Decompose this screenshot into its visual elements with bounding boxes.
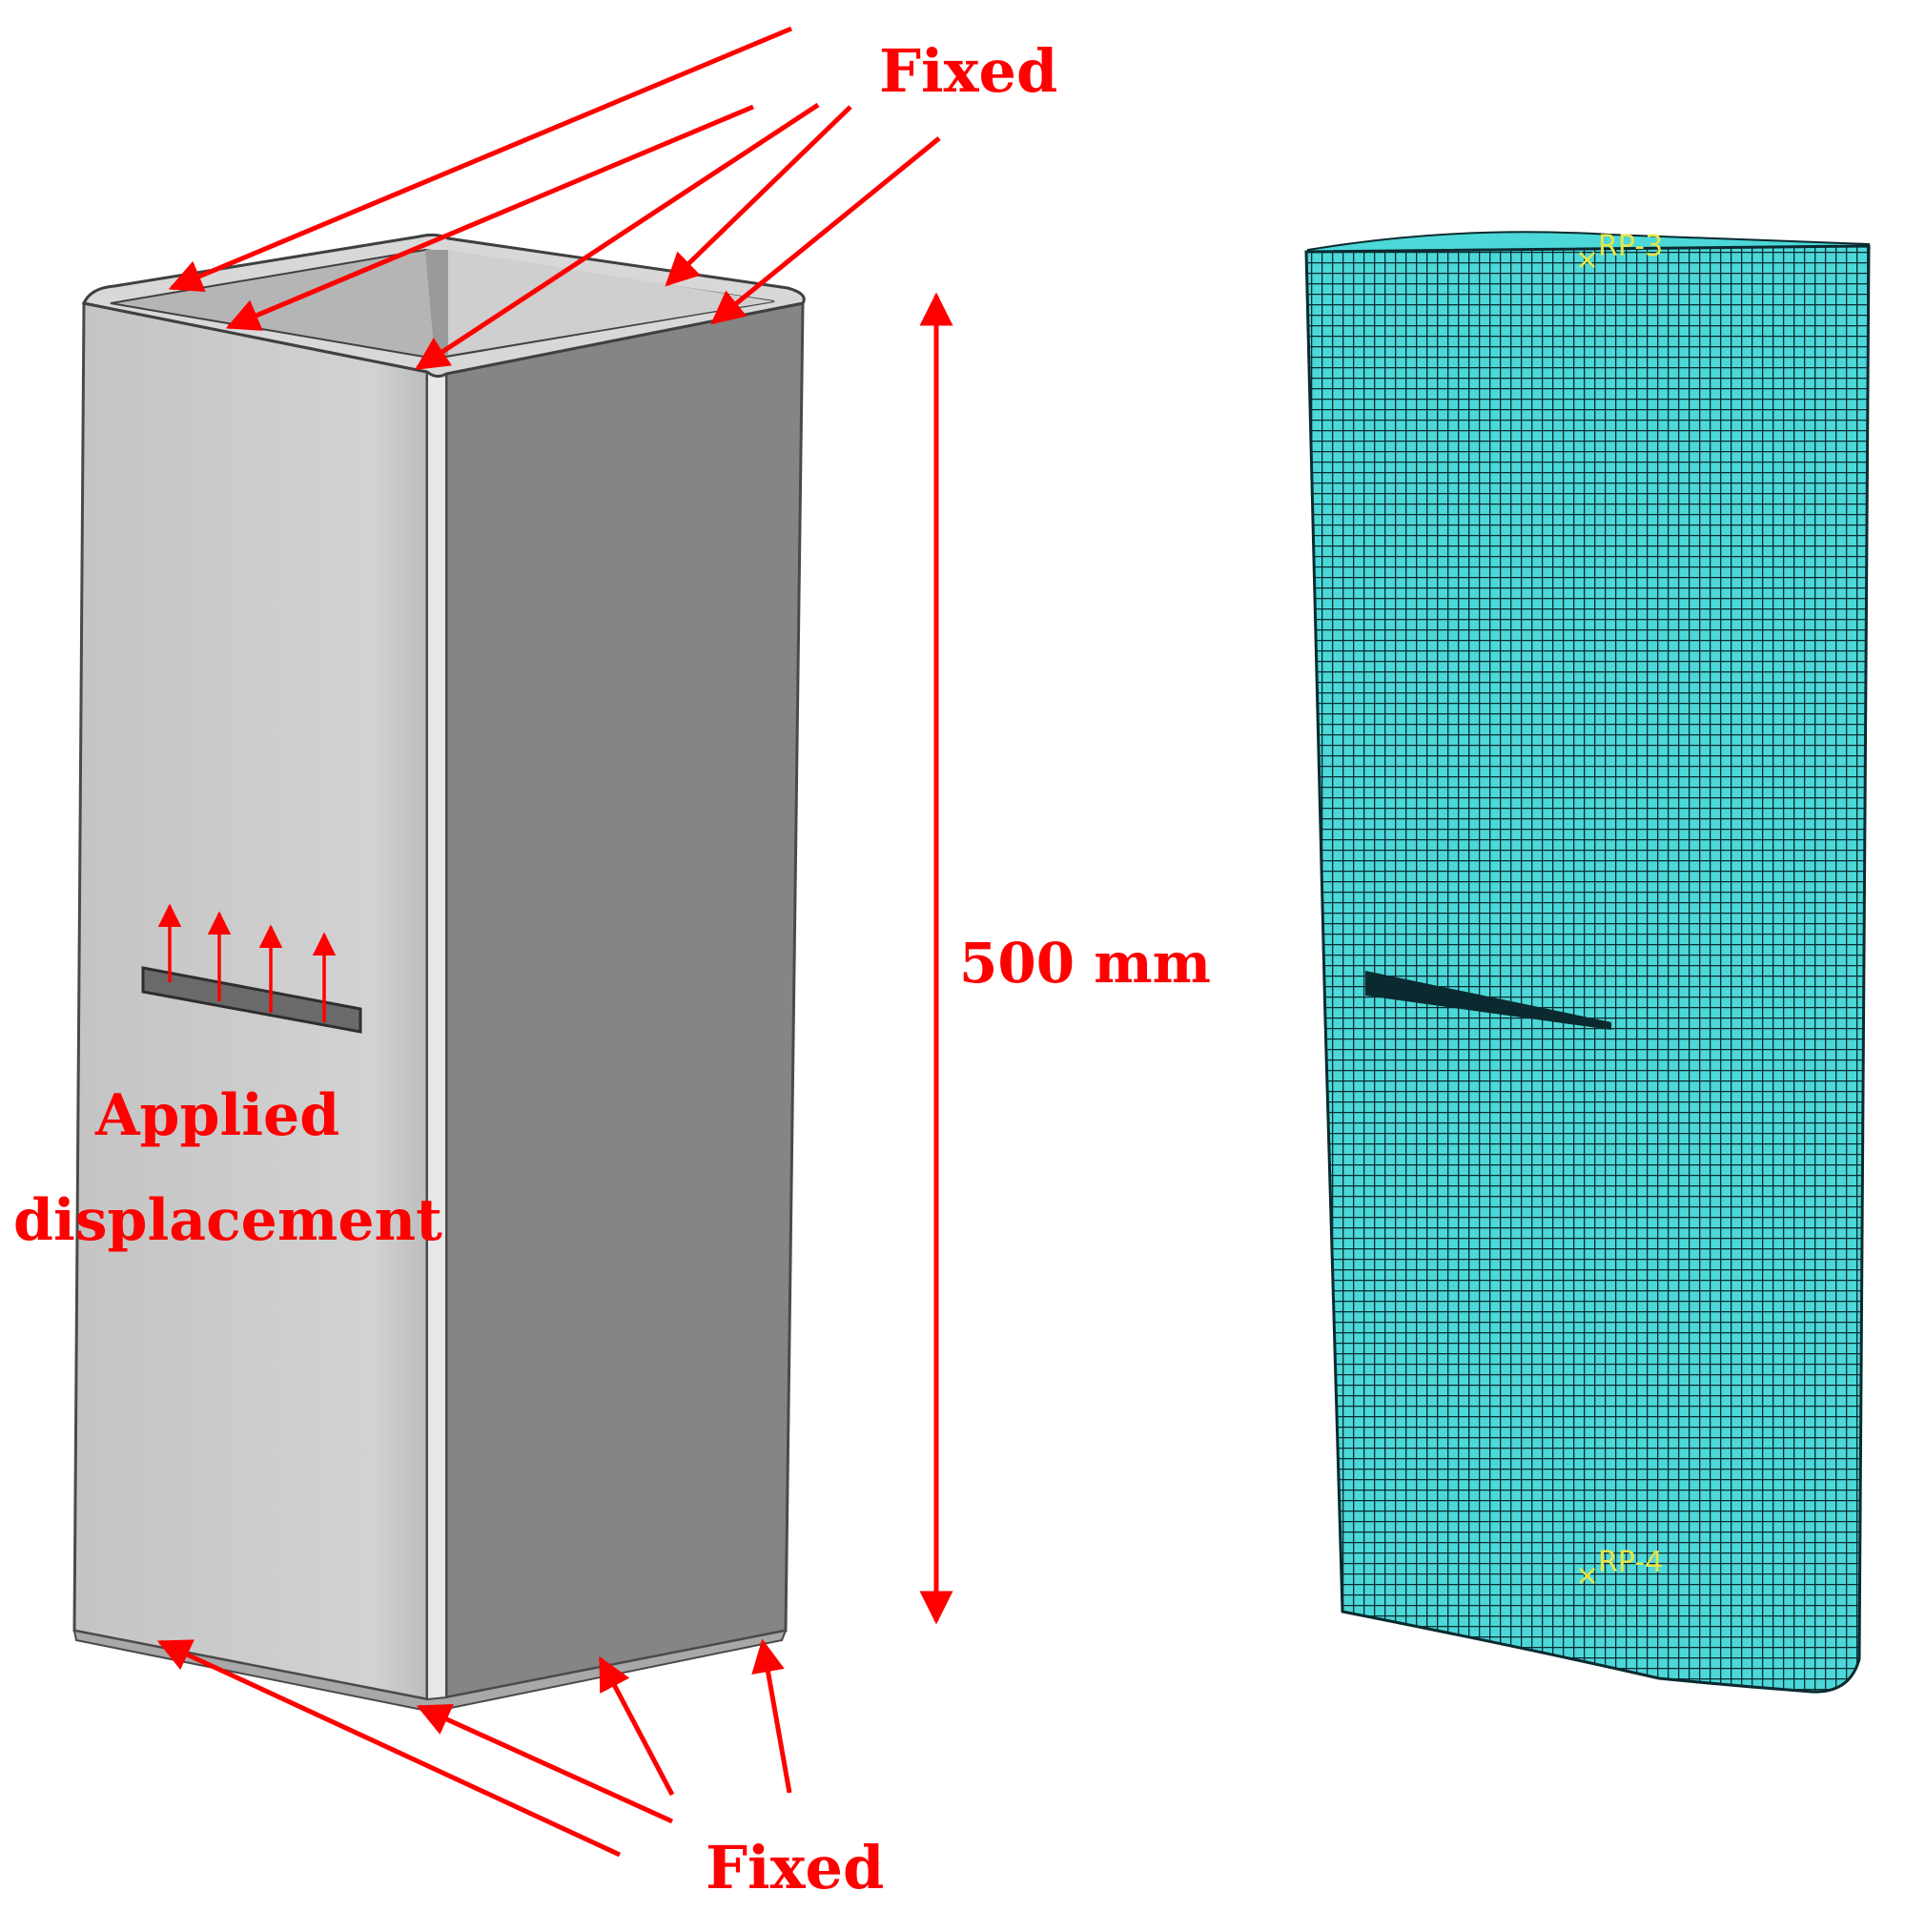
applied-label-line1: Applied [94,1082,339,1149]
fixed-arrow [710,136,941,325]
ref-point-x-icon: × [1575,1559,1599,1593]
applied-label-line2: displacement [13,1187,442,1254]
fixed-arrow [598,1655,675,1797]
mesh-tube-body [1304,244,1871,1694]
fixed-arrow [168,26,792,292]
fixed-arrow [751,1638,792,1794]
fixed-arrow [156,1639,622,1858]
mesh-model [1304,231,1871,1694]
tube-side-face [444,301,805,1699]
fixed-bottom-arrows [156,1638,792,1858]
fixed-arrow [225,104,754,331]
fixed-arrow [415,102,820,371]
tube-inner-wall-back [425,250,448,359]
tube-slit [141,966,362,1034]
fixed-arrow [416,1704,674,1824]
ref-point-x-icon: × [1575,243,1599,277]
tube-rounded-corner [426,368,447,1702]
tube-model [72,233,806,1713]
fixed-arrow [665,105,852,287]
tube-inner-wall-right [448,250,774,355]
length-label: 500 mm [959,931,1211,996]
ref-point-top: × RP-3 [1575,230,1663,277]
applied-displacement-arrows [157,903,337,1022]
fixed-bottom-label: Fixed [706,1833,884,1902]
mesh-slit-line [1364,980,1612,1028]
fixed-top-label: Fixed [879,36,1057,106]
ref-point-bottom: × RP-4 [1575,1546,1663,1593]
fixed-top-arrows [168,26,941,371]
ref-point-top-label: RP-3 [1598,230,1663,263]
ref-point-bottom-label: RP-4 [1598,1546,1663,1579]
